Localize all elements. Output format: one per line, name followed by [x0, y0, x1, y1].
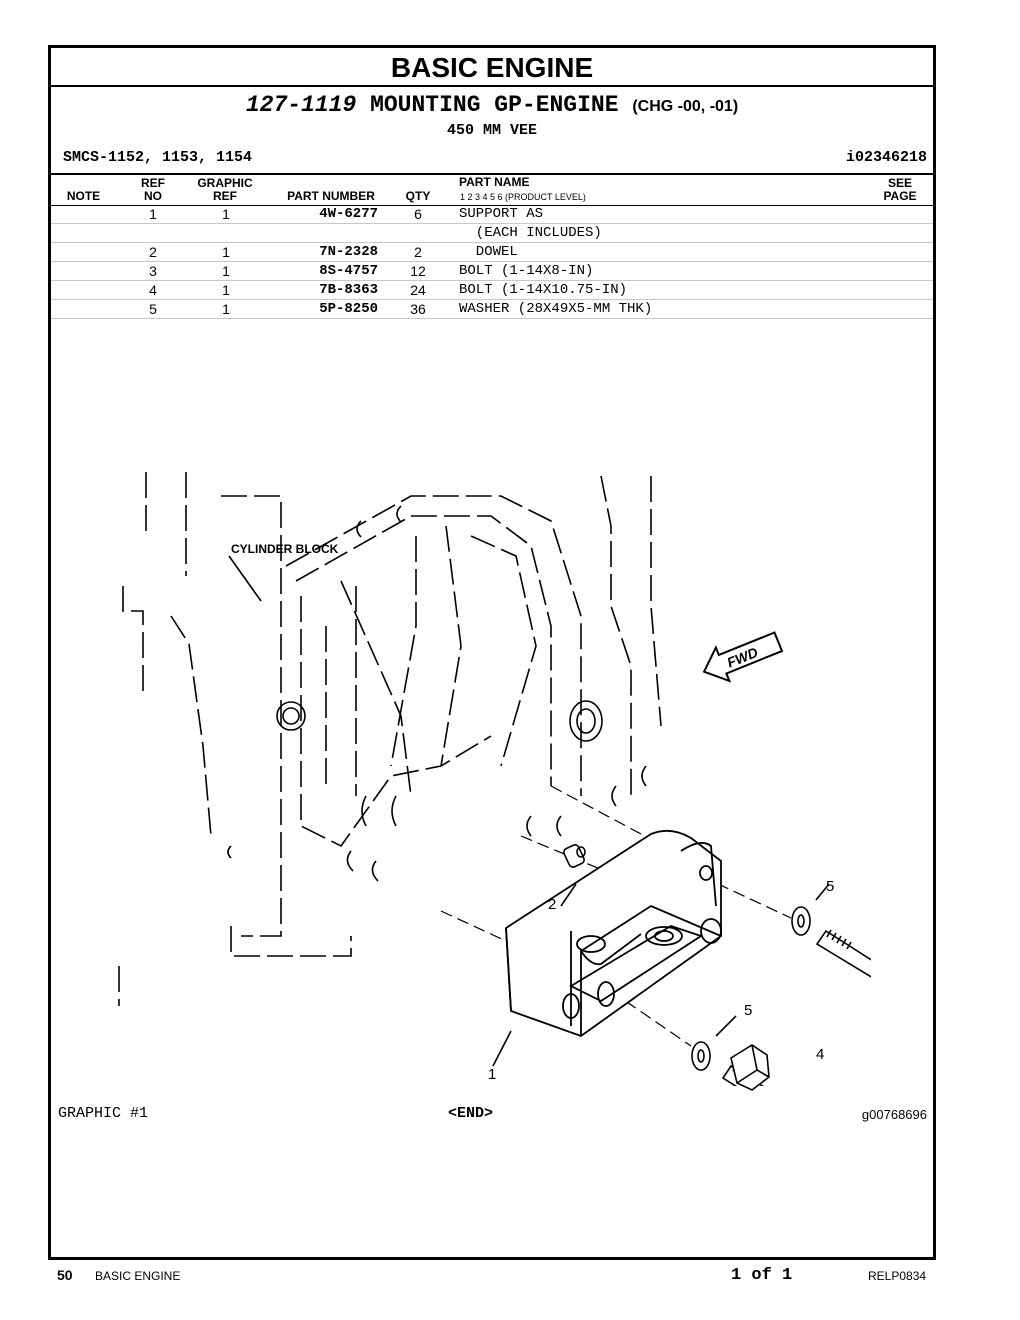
callout-4: 4 [816, 1046, 824, 1063]
table-header: NOTE REF NO GRAPHIC REF PART NUMBER QTY … [51, 173, 933, 206]
graphic-label: GRAPHIC #1 [58, 1105, 149, 1122]
part-name: BOLT (1-14X10.75-IN) [459, 282, 628, 298]
bolt-lower-head [730, 1044, 770, 1091]
part-name: BOLT (1-14X8-IN) [459, 263, 594, 279]
group-title: 127-1119 MOUNTING GP-ENGINE (CHG -00, -0… [51, 92, 933, 118]
support-assembly [505, 829, 722, 1038]
table-row: 3 1 8S-4757 12 BOLT (1-14X8-IN) [51, 262, 933, 281]
section-title: BASIC ENGINE [51, 48, 933, 87]
callout-5-lower: 5 [744, 1002, 752, 1019]
col-ref-no: REF NO [131, 177, 175, 203]
part-number: 4W-6277 [319, 206, 378, 222]
callout-2: 2 [548, 896, 556, 913]
callout-2-leader [560, 883, 577, 907]
cylinder-block-outline [118, 472, 662, 1006]
qty: 6 [414, 206, 422, 222]
cylinder-block-leader [228, 555, 262, 602]
qty: 12 [410, 263, 426, 279]
col-graphic-ref-line1: GRAPHIC [197, 176, 253, 190]
table-row: 4 1 7B-8363 24 BOLT (1-14X10.75-IN) [51, 281, 933, 300]
callout-5-upper: 5 [826, 878, 834, 895]
end-marker: <END> [448, 1105, 494, 1122]
part-name: DOWEL [459, 244, 518, 260]
graphic-ref: 1 [222, 301, 230, 317]
graphic-ref: 1 [222, 263, 230, 279]
dowel [563, 844, 586, 868]
col-ref-no-line1: REF [141, 176, 165, 190]
part-number: 5P-8250 [319, 301, 378, 317]
ref-no: 5 [149, 301, 157, 317]
col-see-page-line2: PAGE [883, 189, 917, 203]
part-number: 8S-4757 [319, 263, 378, 279]
part-number: 7N-2328 [319, 244, 378, 260]
qty: 24 [410, 282, 426, 298]
bolt-upper [815, 929, 871, 978]
col-graphic-ref: GRAPHIC REF [189, 177, 261, 203]
part-name: SUPPORT AS [459, 206, 544, 222]
parts-list: 1 1 4W-6277 6 SUPPORT AS (EACH INCLUDES)… [51, 205, 933, 319]
group-part-number: 127-1119 [245, 92, 357, 118]
part-name: (EACH INCLUDES) [459, 225, 602, 241]
ref-no: 3 [149, 263, 157, 279]
qty: 36 [410, 301, 426, 317]
page-footer: 50 BASIC ENGINE 1 of 1 RELP0834 [0, 1266, 1020, 1288]
ref-no: 2 [149, 244, 157, 260]
table-row: 1 1 4W-6277 6 SUPPORT AS [51, 205, 933, 224]
page-number: 50 [57, 1267, 73, 1283]
col-see-page-line1: SEE [887, 176, 912, 190]
graphic-ref: 1 [222, 206, 230, 222]
col-see-page: SEE PAGE [875, 177, 925, 203]
footer-section: BASIC ENGINE [95, 1269, 181, 1283]
publication-number: RELP0834 [868, 1269, 927, 1283]
ref-no: 4 [149, 282, 157, 298]
part-number: 7B-8363 [319, 282, 378, 298]
group-subtitle: 450 MM VEE [446, 122, 537, 139]
change-level: (CHG -00, -01) [632, 98, 739, 115]
illustration-id: i02346218 [845, 149, 927, 166]
table-row: 2 1 7N-2328 2 DOWEL [51, 243, 933, 262]
washer-lower [691, 1041, 711, 1071]
cylinder-block-label: CYLINDER BLOCK [231, 542, 339, 556]
product-level: 1 2 3 4 5 6 (PRODUCT LEVEL) [460, 192, 586, 202]
col-note: NOTE [66, 189, 101, 203]
table-row: (EACH INCLUDES) [51, 224, 933, 243]
ref-no: 1 [149, 206, 157, 222]
callout-1-leader [492, 1030, 512, 1067]
col-part-name: PART NAME [459, 175, 530, 189]
callout-1: 1 [488, 1066, 496, 1083]
group-part-name: MOUNTING GP-ENGINE [370, 92, 619, 118]
col-qty: QTY [405, 189, 431, 203]
graphic-ref: 1 [222, 244, 230, 260]
part-name: WASHER (28X49X5-MM THK) [459, 301, 653, 317]
qty: 2 [414, 244, 422, 260]
col-graphic-ref-line2: REF [213, 189, 237, 203]
washer-upper [791, 906, 811, 936]
smcs-codes: SMCS-1152, 1153, 1154 [63, 149, 253, 166]
col-ref-no-line2: NO [144, 189, 162, 203]
callout-5-upper-leader [815, 883, 830, 901]
callout-5-lower-leader [715, 1015, 737, 1037]
graphic-id: g00768696 [861, 1107, 927, 1122]
page-of: 1 of 1 [731, 1266, 793, 1285]
table-row: 5 1 5P-8250 36 WASHER (28X49X5-MM THK) [51, 300, 933, 319]
col-part-number: PART NUMBER [287, 189, 375, 203]
graphic-ref: 1 [222, 282, 230, 298]
